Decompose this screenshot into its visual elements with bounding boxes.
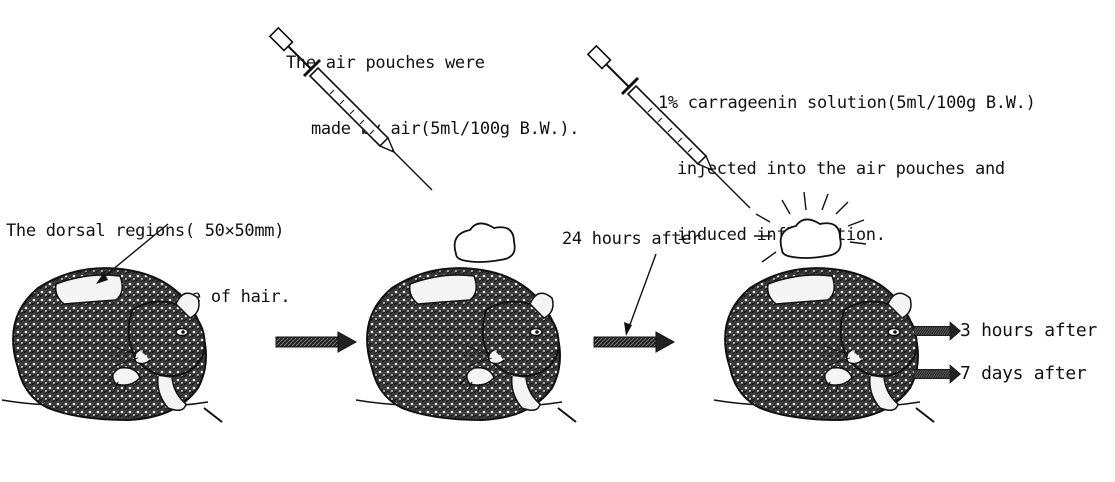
- outcome-arrow-3-hours: [914, 322, 960, 340]
- process-arrow-2: [594, 332, 674, 352]
- air-pouch-icon-2: [781, 219, 841, 258]
- rat-illustration-1: [2, 268, 222, 422]
- syringe-icon-1: [270, 28, 432, 190]
- outcome-arrow-7-days: [914, 365, 960, 383]
- process-arrow-1: [276, 332, 356, 352]
- syringe-icon-2: [588, 46, 750, 208]
- rat-illustration-2: [356, 268, 576, 422]
- air-pouch-icon-1: [455, 223, 515, 262]
- interval-pointer-arrow: [624, 254, 656, 336]
- rat-illustration-3: [714, 268, 934, 422]
